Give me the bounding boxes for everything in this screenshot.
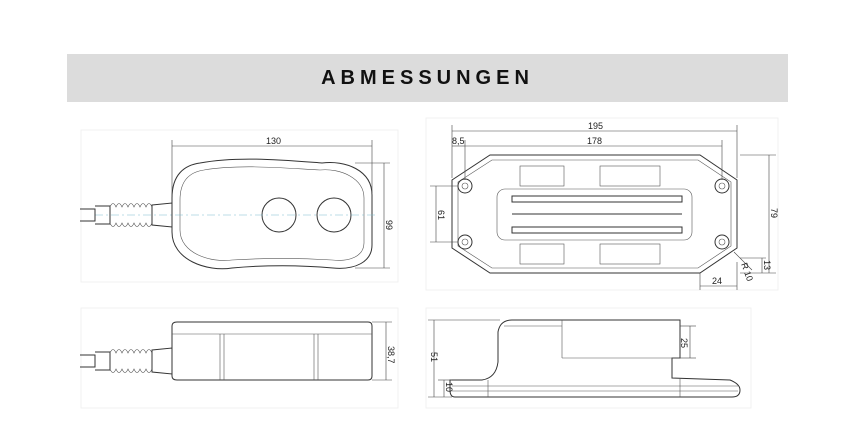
bottom-view-frame bbox=[425, 117, 779, 291]
dim-outer-height-label: 79 bbox=[769, 208, 779, 218]
cable-nut bbox=[95, 205, 111, 225]
cable-gland bbox=[151, 202, 173, 228]
dim-side-height-label: 38,7 bbox=[386, 346, 396, 364]
dim-holes-label: 178 bbox=[587, 136, 602, 146]
magnet-pad bbox=[496, 188, 693, 241]
dim-total-label: 195 bbox=[588, 121, 603, 131]
mount-hole-bottom-right bbox=[714, 234, 730, 250]
cable-end bbox=[80, 208, 96, 222]
cable-spring-top bbox=[109, 203, 153, 208]
base-plate-inner bbox=[457, 159, 732, 269]
side-cable-nut bbox=[95, 351, 111, 371]
dim-offset-label: 8,5 bbox=[452, 136, 465, 146]
side-housing-outline bbox=[171, 321, 373, 381]
profile-view: 25 51 10 bbox=[428, 319, 741, 398]
side-view: 38,7 bbox=[80, 321, 396, 381]
dim-edge-label: 13 bbox=[762, 260, 772, 270]
dim-base-label: 10 bbox=[444, 382, 454, 392]
dim-width-label: 130 bbox=[266, 136, 281, 146]
top-view: 130 99 bbox=[80, 136, 394, 270]
housing-inner-outline bbox=[179, 166, 365, 261]
cable-spring-bottom bbox=[109, 222, 153, 227]
housing-outline bbox=[171, 158, 373, 270]
dim-inner-height-label: 61 bbox=[436, 210, 446, 220]
dim-height-label: 99 bbox=[384, 220, 394, 230]
side-view-frame bbox=[80, 307, 399, 409]
side-cable-gland bbox=[151, 347, 173, 375]
dim-step-label: 25 bbox=[679, 338, 689, 348]
dim-total-height-label: 51 bbox=[429, 352, 439, 362]
side-cable-spring-bottom bbox=[109, 368, 153, 373]
dim-hole-offset-label: 24 bbox=[712, 276, 722, 286]
page-title: ABMESSUNGEN bbox=[321, 66, 534, 89]
header-banner: ABMESSUNGEN bbox=[67, 54, 788, 102]
side-cable-spring-top bbox=[109, 349, 153, 354]
base-plate-outline bbox=[451, 154, 738, 274]
side-cable-end bbox=[80, 354, 96, 368]
profile-outline bbox=[449, 319, 741, 398]
